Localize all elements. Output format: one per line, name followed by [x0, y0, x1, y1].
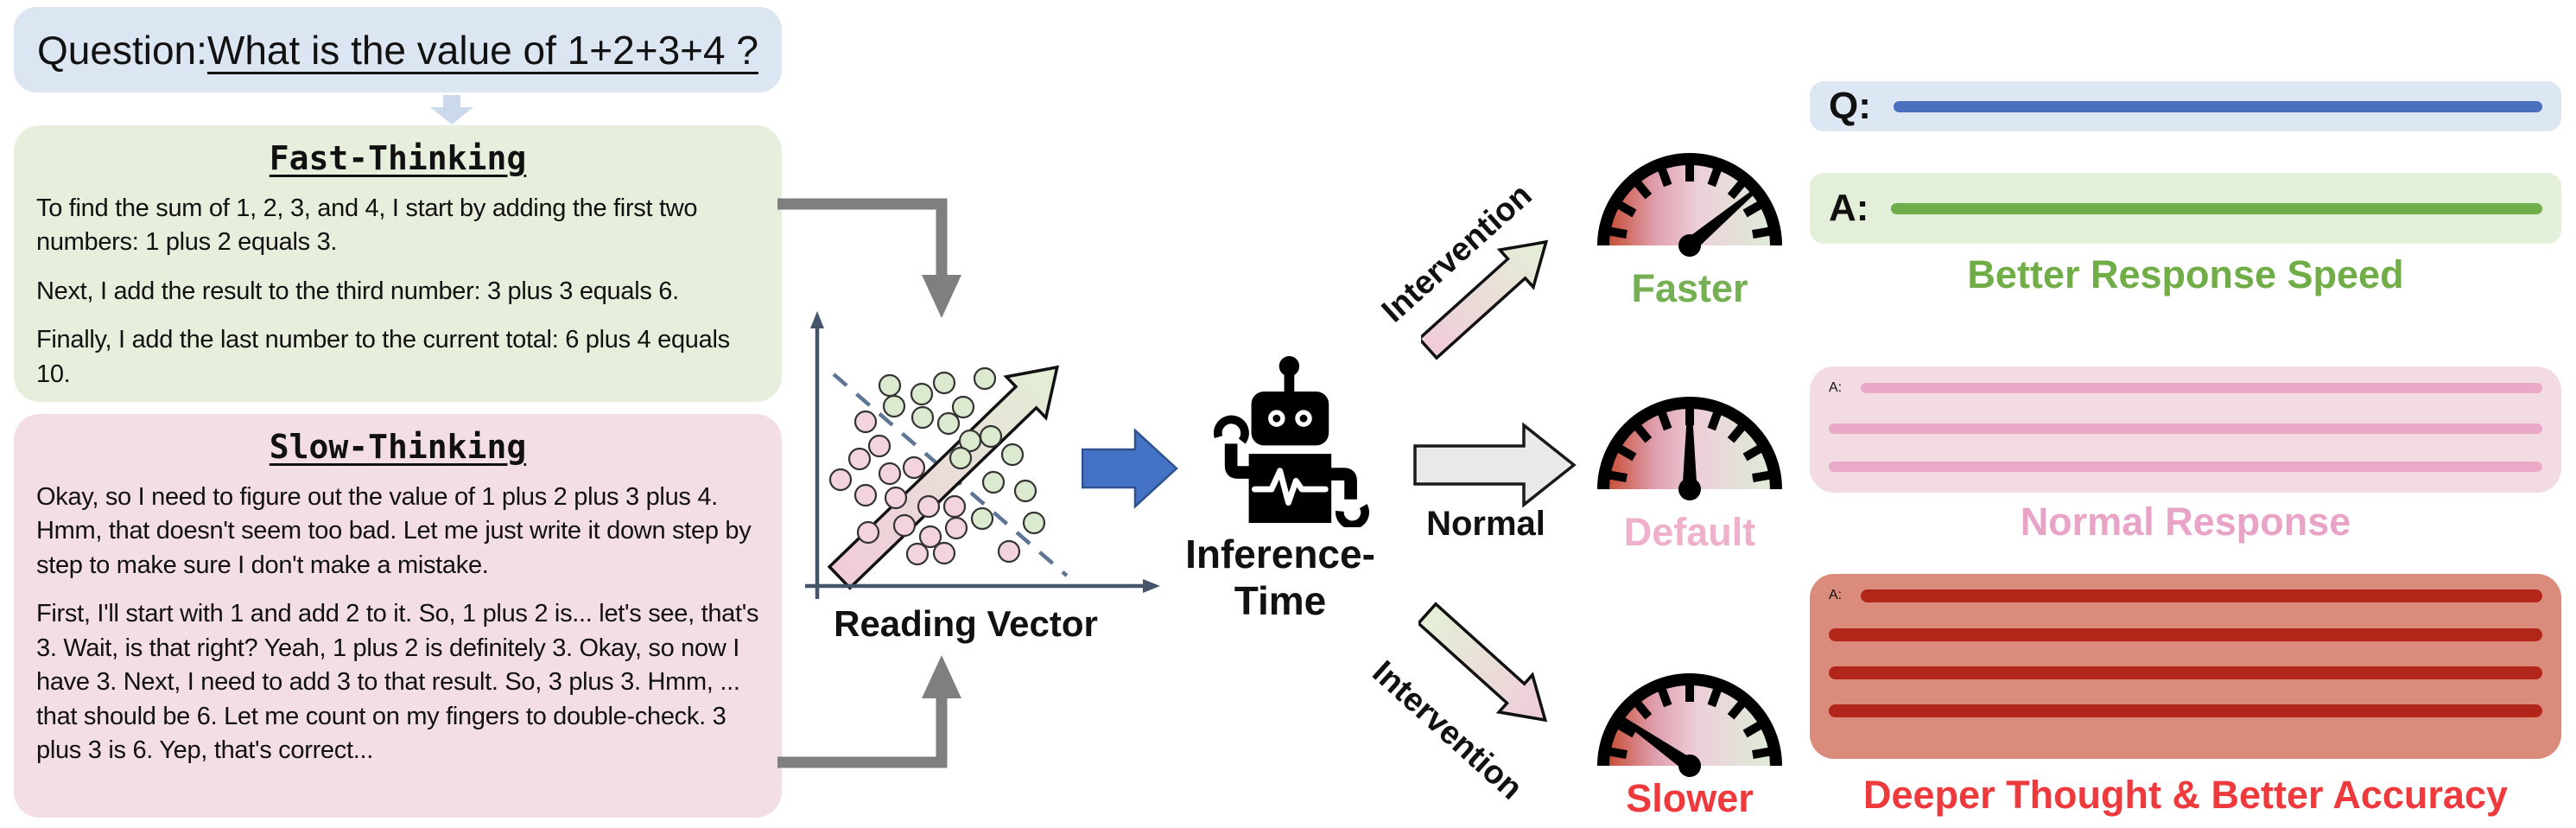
gauge-faster-label: Faster: [1631, 266, 1748, 310]
question-prefix: Question:: [37, 27, 207, 73]
question-line: [1893, 100, 2542, 112]
slow-thinking-box: Slow-Thinking Okay, so I need to figure …: [14, 414, 782, 818]
slow-response-box: A:: [1810, 574, 2561, 759]
reading-vector-plot: [805, 311, 1160, 599]
fast-thinking-title: Fast-Thinking: [269, 139, 527, 177]
fast-paragraph: To find the sum of 1, 2, 3, and 4, I sta…: [36, 194, 698, 257]
connector-fast-to-plot-icon: [777, 198, 961, 318]
gauge-slower-label: Slower: [1626, 776, 1754, 820]
slow-thinking-title: Slow-Thinking: [269, 428, 527, 466]
slow-paragraph: First, I'll start with 1 and add 2 to it…: [36, 600, 759, 765]
gauge-faster-icon: [1597, 153, 1782, 257]
connector-slow-to-plot-icon: [777, 655, 961, 768]
question-down-arrow-icon: [430, 95, 473, 124]
fast-response-caption: Better Response Speed: [1967, 252, 2404, 296]
question-response-row: Q:: [1810, 81, 2561, 131]
plot-to-model-arrow-icon: [1082, 428, 1178, 509]
a-label: A:: [1829, 588, 1843, 602]
slow-response-caption: Deeper Thought & Better Accuracy: [1863, 773, 2508, 817]
reading-vector-label: Reading Vector: [834, 603, 1098, 644]
robot-icon: [1214, 356, 1369, 527]
question-box: Question: What is the value of 1+2+3+4 ?: [14, 7, 782, 92]
fast-thinking-box: Fast-Thinking To find the sum of 1, 2, 3…: [14, 125, 782, 402]
question-text: What is the value of 1+2+3+4 ?: [206, 27, 758, 73]
slow-cluster-dots: [828, 410, 1021, 566]
normal-response-box: A:: [1810, 366, 2561, 493]
slow-paragraph: Okay, so I need to figure out the value …: [36, 483, 752, 579]
gauge-slower-icon: [1597, 673, 1782, 777]
gauge-default-icon: [1597, 397, 1782, 500]
inference-time-label: Inference-Time: [1185, 532, 1375, 623]
response-line: [1829, 628, 2542, 641]
gauge-default-label: Default: [1623, 510, 1756, 554]
fast-response-row: A:: [1810, 173, 2561, 244]
response-line: [1829, 666, 2542, 679]
response-line: [1861, 383, 2542, 393]
normal-arrow-icon: [1413, 422, 1577, 508]
fast-paragraph: Finally, I add the last number to the cu…: [36, 326, 730, 388]
response-line: [1861, 589, 2542, 602]
response-line: [1829, 704, 2542, 717]
normal-response-caption: Normal Response: [2020, 500, 2351, 544]
a-label: A:: [1829, 380, 1843, 395]
q-label: Q:: [1829, 85, 1871, 127]
fast-cluster-dots: [878, 366, 1046, 535]
response-line: [1829, 424, 2542, 434]
fast-paragraph: Next, I add the result to the third numb…: [36, 277, 679, 305]
response-line: [1829, 462, 2542, 472]
a-label: A:: [1829, 187, 1869, 229]
intervention-up-arrow-icon: [1421, 239, 1549, 360]
response-line: [1891, 202, 2542, 214]
normal-arrow-label: Normal: [1426, 505, 1545, 543]
intervention-down-arrow-icon: [1418, 602, 1548, 723]
